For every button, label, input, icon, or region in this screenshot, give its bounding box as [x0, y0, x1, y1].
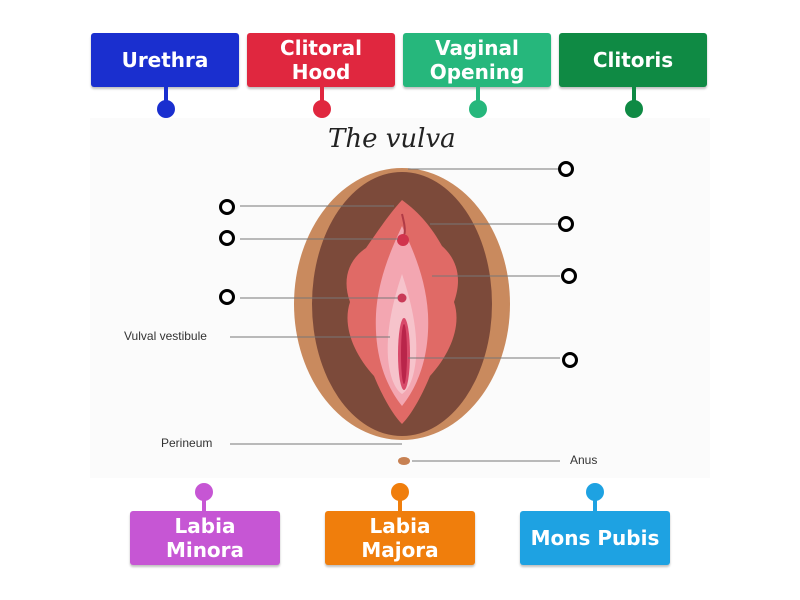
tile-pin — [157, 100, 175, 118]
tile-label: Labia Majora — [361, 514, 439, 562]
tile-label: Urethra — [121, 48, 209, 72]
tile-pin — [469, 100, 487, 118]
tile-label: Vaginal Opening — [429, 36, 525, 84]
tile-mons-pubis[interactable]: Mons Pubis — [520, 511, 670, 565]
drop-target-3[interactable] — [219, 289, 235, 305]
diagram-title: The vulva — [328, 124, 456, 154]
tile-labia-minora[interactable]: Labia Minora — [130, 511, 280, 565]
tile-pin — [625, 100, 643, 118]
tile-connector — [164, 87, 168, 101]
tile-pin — [195, 483, 213, 501]
tile-connector — [320, 87, 324, 101]
tile-pin — [586, 483, 604, 501]
tile-connector — [398, 498, 402, 512]
drop-target-1[interactable] — [219, 199, 235, 215]
drop-target-5[interactable] — [558, 216, 574, 232]
label-perineum: Perineum — [161, 436, 213, 450]
drop-target-4[interactable] — [558, 161, 574, 177]
tile-clitoral-hood[interactable]: Clitoral Hood — [247, 33, 395, 87]
tile-connector — [476, 87, 480, 101]
label-vulval-vestibule: Vulval vestibule — [124, 329, 207, 343]
tile-connector — [202, 498, 206, 512]
tile-label: Labia Minora — [165, 514, 245, 562]
drop-target-2[interactable] — [219, 230, 235, 246]
vulva-illustration — [90, 118, 710, 478]
vulva-diagram: The vulva Vulval vestibule Perineum Anus — [90, 118, 710, 478]
drop-target-6[interactable] — [561, 268, 577, 284]
tile-connector — [632, 87, 636, 101]
drop-target-7[interactable] — [562, 352, 578, 368]
tile-clitoris[interactable]: Clitoris — [559, 33, 707, 87]
tile-pin — [391, 483, 409, 501]
tile-label: Mons Pubis — [530, 526, 660, 550]
label-anus: Anus — [570, 453, 598, 467]
tile-connector — [593, 498, 597, 512]
tile-pin — [313, 100, 331, 118]
tile-labia-majora[interactable]: Labia Majora — [325, 511, 475, 565]
tile-vaginal-opening[interactable]: Vaginal Opening — [403, 33, 551, 87]
tile-urethra[interactable]: Urethra — [91, 33, 239, 87]
tile-label: Clitoris — [592, 48, 674, 72]
tile-label: Clitoral Hood — [280, 36, 362, 84]
